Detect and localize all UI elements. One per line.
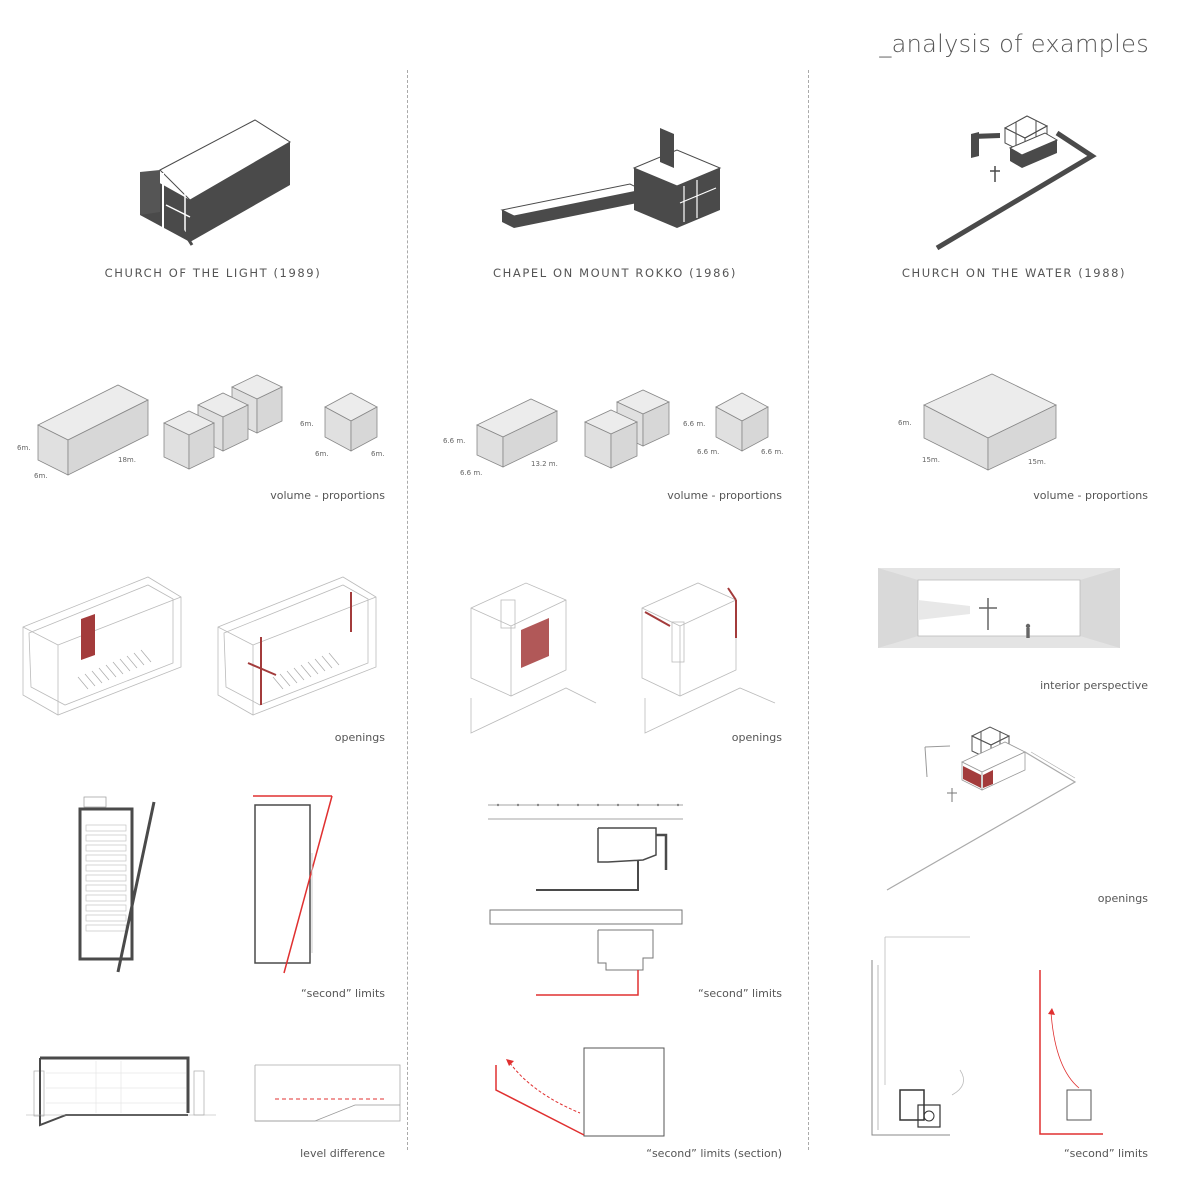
dim-cube-w: 6m. bbox=[315, 450, 329, 458]
column-3-limits-plan bbox=[1039, 970, 1103, 1135]
column-1-openings-caption: openings bbox=[334, 731, 385, 744]
column-1-section-caption: level difference bbox=[300, 1147, 385, 1160]
column-2-openings-caption: openings bbox=[731, 731, 782, 744]
column-1-title: CHURCH OF THE LIGHT (1989) bbox=[104, 266, 322, 280]
column-1-openings-right bbox=[217, 576, 377, 716]
column-1-level-section bbox=[254, 1064, 401, 1122]
column-1-section bbox=[26, 1056, 216, 1127]
column-3-limits-caption: “second” limits bbox=[1063, 1147, 1148, 1160]
dim-length: 15m. bbox=[1028, 458, 1046, 466]
dim-cube-h: 6m. bbox=[300, 420, 314, 428]
dim-length: 18m. bbox=[118, 456, 136, 464]
column-2-section bbox=[495, 1047, 665, 1137]
column-1-volume-cube bbox=[324, 392, 378, 452]
column-divider-1 bbox=[407, 70, 408, 1150]
column-1-volume-three-cubes bbox=[163, 374, 283, 470]
page-title: _analysis of examples bbox=[879, 30, 1149, 58]
column-3-plan bbox=[871, 936, 970, 1136]
chapel-rokko-massing bbox=[500, 128, 722, 228]
column-2-openings-right bbox=[641, 582, 776, 734]
column-2-title: CHAPEL ON MOUNT ROKKO (1986) bbox=[492, 266, 738, 280]
column-3-volume-caption: volume - proportions bbox=[1033, 489, 1148, 502]
column-3-openings bbox=[886, 726, 1077, 891]
column-2-volume-long bbox=[476, 398, 558, 468]
dim-width: 6m. bbox=[34, 472, 48, 480]
dim-length: 13.2 m. bbox=[531, 460, 558, 468]
column-3-interior-caption: interior perspective bbox=[1040, 679, 1148, 692]
column-divider-2 bbox=[808, 70, 809, 1150]
dim-cube-l: 6.6 m. bbox=[761, 448, 784, 456]
dim-width: 15m. bbox=[922, 456, 940, 464]
dim-cube-h: 6.6 m. bbox=[683, 420, 706, 428]
column-1-openings-left bbox=[22, 576, 182, 716]
column-3-title: CHURCH ON THE WATER (1988) bbox=[901, 266, 1127, 280]
column-3-interior-perspective bbox=[878, 568, 1120, 648]
dim-height: 6m. bbox=[17, 444, 31, 452]
column-2-volume-cube bbox=[715, 392, 769, 452]
dim-height: 6m. bbox=[898, 419, 912, 427]
column-1-volume-long bbox=[37, 384, 149, 476]
dim-cube-l: 6m. bbox=[371, 450, 385, 458]
column-3-volume bbox=[923, 373, 1057, 471]
column-2-volume-two-cubes bbox=[584, 389, 670, 469]
column-1-limits-caption: “second” limits bbox=[300, 987, 385, 1000]
column-2-limits-caption: “second” limits bbox=[697, 987, 782, 1000]
column-2-section-caption: “second” limits (section) bbox=[646, 1147, 782, 1160]
column-1-plan bbox=[78, 796, 156, 973]
church-water-massing bbox=[935, 115, 1097, 251]
column-2-openings-left bbox=[470, 582, 597, 734]
column-2-plan bbox=[488, 803, 683, 891]
column-2-limits-plan bbox=[489, 909, 683, 996]
dim-cube-w: 6.6 m. bbox=[697, 448, 720, 456]
column-1-volume-caption: volume - proportions bbox=[270, 489, 385, 502]
dim-height: 6.6 m. bbox=[443, 437, 466, 445]
column-3-openings-caption: openings bbox=[1097, 892, 1148, 905]
dim-width: 6.6 m. bbox=[460, 469, 483, 477]
church-of-light-massing bbox=[140, 119, 291, 246]
column-2-volume-caption: volume - proportions bbox=[667, 489, 782, 502]
column-1-limits-plan bbox=[253, 795, 333, 974]
